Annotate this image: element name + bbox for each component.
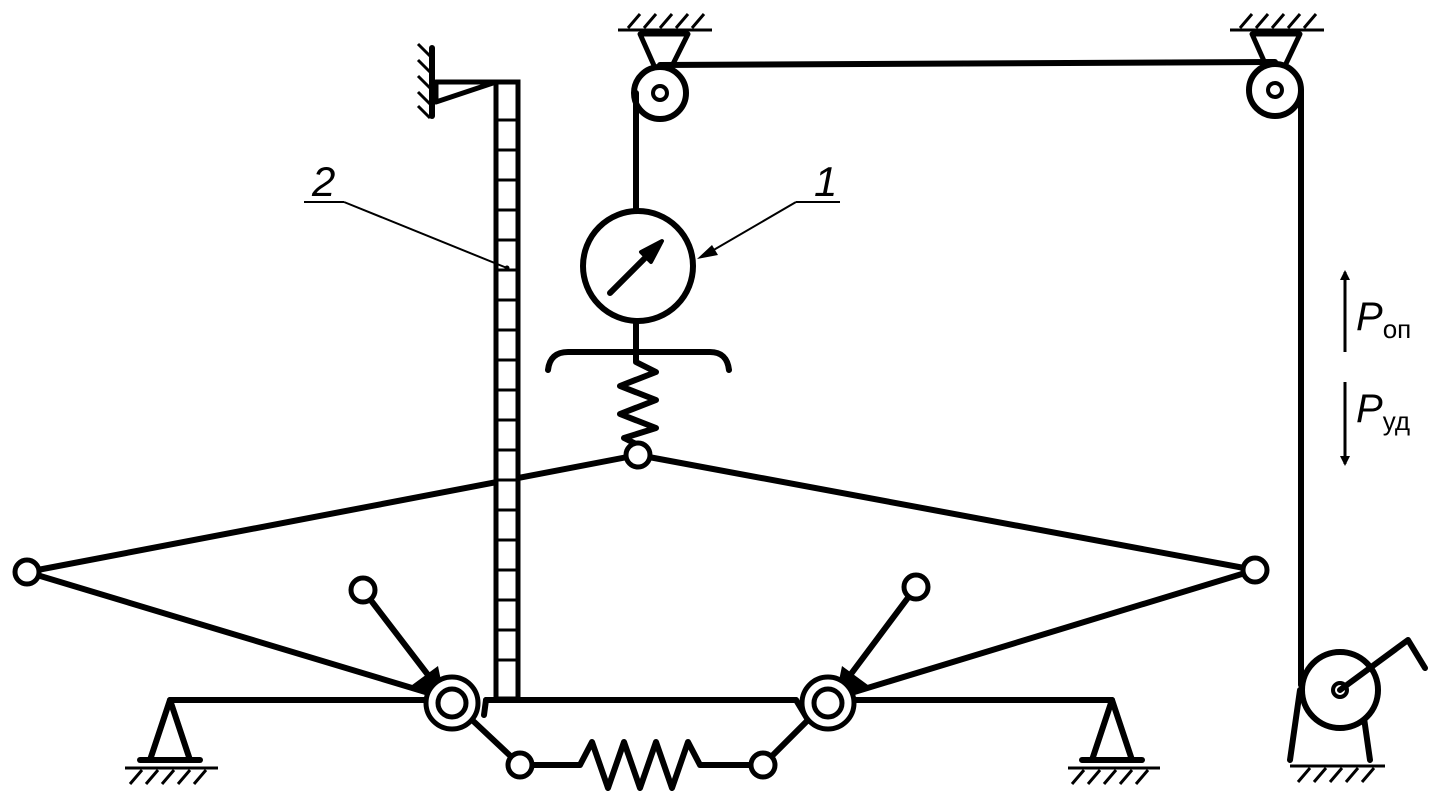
pulley-left — [631, 64, 689, 122]
force-label-pull-off: Pоп — [1356, 295, 1411, 344]
callout-1: 1 — [697, 158, 840, 259]
winch-crank-handle — [1337, 637, 1428, 693]
force-arrow-impact: Pуд — [1340, 382, 1410, 466]
main-pivot-right — [799, 674, 857, 732]
callout-2: 2 — [304, 158, 510, 271]
base-frame — [167, 697, 1115, 723]
cable — [633, 59, 1304, 688]
winch — [1287, 637, 1428, 783]
hinge-joints — [12, 440, 1270, 780]
dynamometer — [580, 208, 696, 355]
force-arrow-pull-off: Pоп — [1340, 270, 1411, 352]
spring-vertical — [545, 349, 732, 451]
ground-support-left-leg — [125, 697, 218, 785]
pulley-right — [1246, 61, 1304, 119]
scale-ruler — [416, 42, 521, 702]
main-pivot-left — [423, 674, 481, 732]
label-part-1: 1 — [814, 158, 837, 205]
label-part-2: 2 — [311, 158, 335, 205]
linkage — [24, 452, 1258, 703]
ground-support-left-pulley — [618, 13, 712, 73]
ground-support-right-leg — [1068, 697, 1160, 785]
force-label-impact: Pуд — [1356, 387, 1410, 436]
